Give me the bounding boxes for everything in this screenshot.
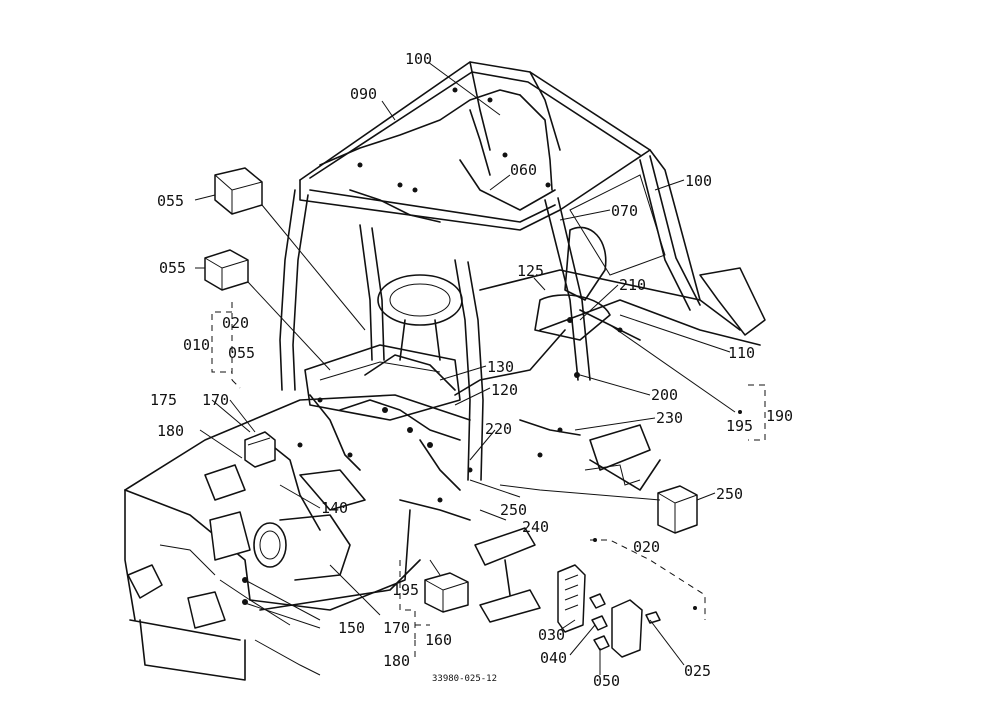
- fuse-cover-025: [611, 599, 643, 658]
- callout-125: 125: [517, 262, 544, 280]
- fuse-box-175: [244, 431, 276, 468]
- callout-180-b: 180: [383, 652, 410, 670]
- relay-250: [657, 485, 698, 534]
- callout-250-b: 250: [500, 501, 527, 519]
- callout-030: 030: [538, 626, 565, 644]
- callout-040: 040: [540, 649, 567, 667]
- callout-labels: 100 090 060 100 070 055 055 125 210 020 …: [150, 50, 793, 690]
- drawing-code: 33980-025-12: [432, 674, 497, 684]
- callout-130: 130: [487, 358, 514, 376]
- callout-240: 240: [522, 518, 549, 536]
- callout-180-a: 180: [157, 422, 184, 440]
- wiring-harness: [159, 89, 641, 676]
- callout-175: 175: [150, 391, 177, 409]
- callout-230: 230: [656, 409, 683, 427]
- callout-100-right: 100: [685, 172, 712, 190]
- callout-070: 070: [611, 202, 638, 220]
- callout-100-top: 100: [405, 50, 432, 68]
- callout-090: 090: [350, 85, 377, 103]
- callout-025: 025: [684, 662, 711, 680]
- cab-frame: [279, 61, 761, 481]
- callout-050: 050: [593, 672, 620, 690]
- callout-210: 210: [619, 276, 646, 294]
- fuse-block-030: [557, 564, 586, 633]
- callout-020-b: 020: [633, 538, 660, 556]
- callout-195-b: 195: [392, 581, 419, 599]
- relay-055-b: [204, 249, 249, 291]
- callout-055-a: 055: [157, 192, 184, 210]
- callout-150: 150: [338, 619, 365, 637]
- relay-195-lower: [424, 572, 469, 613]
- callout-200: 200: [651, 386, 678, 404]
- callout-190: 190: [766, 407, 793, 425]
- callout-060: 060: [510, 161, 537, 179]
- callout-110: 110: [728, 344, 755, 362]
- leader-lines: [194, 61, 736, 675]
- group-brackets: [211, 302, 766, 660]
- callout-055-b: 055: [159, 259, 186, 277]
- callout-140: 140: [321, 499, 348, 517]
- callout-250-a: 250: [716, 485, 743, 503]
- relay-055-a: [214, 167, 263, 215]
- connector-dots: [242, 87, 742, 610]
- callout-020-a: 020: [222, 314, 249, 332]
- callout-170-a: 170: [202, 391, 229, 409]
- callout-010: 010: [183, 336, 210, 354]
- callout-160: 160: [425, 631, 452, 649]
- callout-120: 120: [491, 381, 518, 399]
- callout-055-c: 055: [228, 344, 255, 362]
- callout-195-a: 195: [726, 417, 753, 435]
- fuses-040-050: [589, 593, 661, 651]
- callout-220: 220: [485, 420, 512, 438]
- seat-and-steering: [377, 226, 611, 361]
- callout-170-b: 170: [383, 619, 410, 637]
